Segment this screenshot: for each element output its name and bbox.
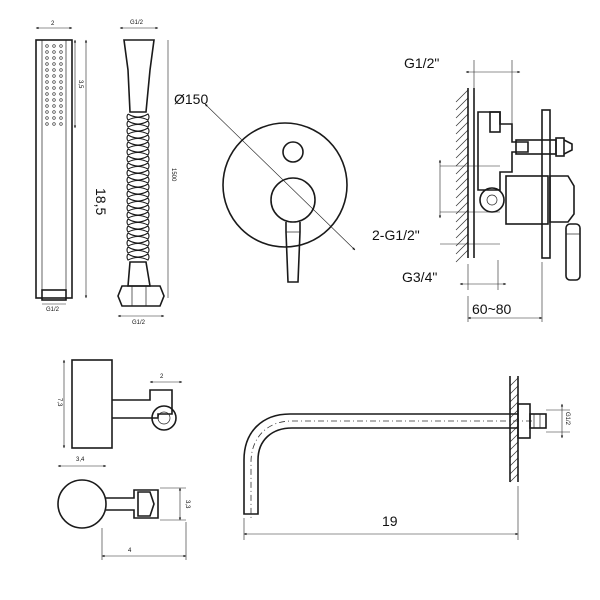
- holder-wall-block: [71, 359, 113, 449]
- mixer-valve-body: [477, 111, 529, 191]
- spout-wall-hatching: [509, 376, 519, 483]
- install-depth-label: 60~80: [472, 301, 512, 317]
- spout-centerline: [250, 420, 532, 520]
- hose-top-cone: [123, 39, 155, 113]
- mixer-front-view: Ø150: [174, 91, 356, 283]
- holder-clamp: [151, 405, 177, 431]
- hose-coil: [126, 113, 150, 261]
- lever-hub-side: [549, 175, 575, 223]
- mixer-lever-hub: [270, 177, 316, 223]
- holder-arm-label: 2: [160, 374, 164, 380]
- holder-top-view: 3,4 3,3 4: [57, 457, 190, 560]
- inlet-fitting: [489, 111, 501, 133]
- outlet-thread-label: G3/4": [402, 269, 437, 285]
- hose-bottom-nut: [117, 285, 165, 307]
- holder-round-base: [57, 479, 107, 529]
- hand-shower-head-label: 3,5: [77, 80, 83, 89]
- diverter-knob: [282, 141, 304, 163]
- bath-spout: G1/2 19: [243, 376, 570, 540]
- lower-outlet: [479, 187, 505, 213]
- hand-shower-length-label: 18,5: [93, 188, 109, 215]
- hand-shower: 2 18,5 3,5 G1/2: [35, 21, 109, 313]
- hand-shower-connector: [41, 289, 67, 301]
- spray-nozzles: [45, 44, 63, 126]
- holder-length-label: 4: [128, 548, 132, 554]
- holder-arm: [112, 389, 173, 419]
- holder-arm-top: [106, 489, 159, 519]
- cartridge-housing: [505, 175, 549, 225]
- spout-thread-label: G1/2: [564, 412, 570, 426]
- hand-shower-thread-label: G1/2: [46, 307, 60, 313]
- shower-hose: G1/2 1500 G1/2: [117, 20, 176, 326]
- hand-shower-width-label: 2: [51, 21, 55, 27]
- hose-length-label: 1500: [170, 168, 176, 182]
- wall-hatching: [455, 89, 469, 263]
- mixer-diameter-label: Ø150: [174, 91, 208, 107]
- mixer-side-view: G1/2" 2-G1/2" G3/4" 60~80: [372, 55, 581, 322]
- hose-bottom-thread-label: G1/2: [132, 320, 146, 326]
- holder-diameter-label: 3,4: [76, 457, 85, 463]
- hand-shower-body: [35, 39, 73, 299]
- spout-connector: [529, 413, 547, 429]
- holder-side-view: 7,3 2: [56, 359, 183, 449]
- mixer-cover-plate: [222, 122, 348, 248]
- spout-length-label: 19: [382, 513, 398, 529]
- inlet-thread-label: G1/2": [404, 55, 439, 71]
- outlets-thread-label: 2-G1/2": [372, 227, 420, 243]
- spout-pipe: [243, 413, 518, 515]
- lever-side: [565, 223, 581, 281]
- diverter-cap: [555, 137, 565, 157]
- hose-top-thread-label: G1/2: [130, 20, 144, 26]
- hose-bottom-cone: [127, 261, 151, 287]
- mixer-lever: [285, 222, 301, 283]
- holder-offset-label: 3,3: [184, 500, 190, 509]
- holder-height-label: 7,3: [56, 398, 62, 407]
